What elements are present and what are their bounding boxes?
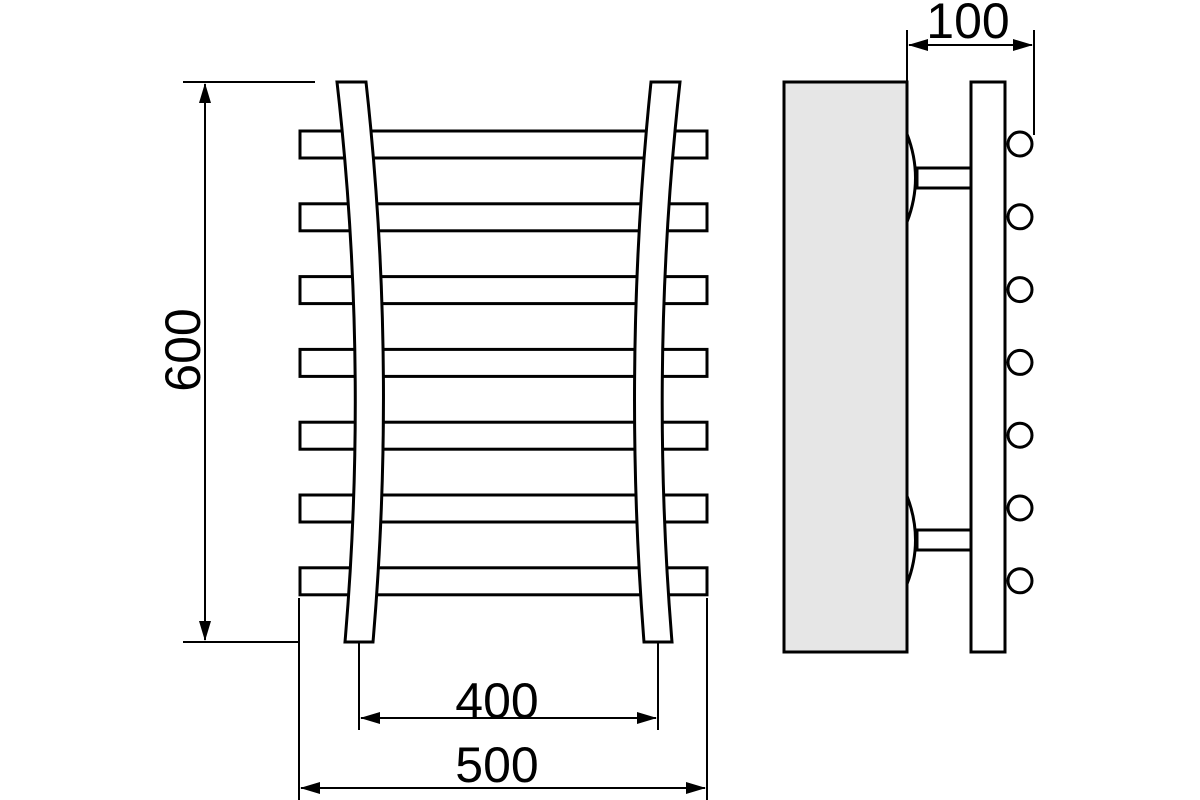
front-view [298, 80, 709, 644]
wall-plate [782, 80, 909, 654]
mount-flange [905, 133, 917, 223]
right-curved-rail [633, 80, 682, 644]
side-view [782, 80, 1034, 654]
overall-width-label: 500 [455, 737, 538, 793]
wall-mounts [905, 133, 973, 585]
bar-end [1006, 276, 1034, 304]
bar-end [1006, 203, 1034, 231]
depth-dimension: 100 [906, 0, 1035, 135]
height-dimension: 600 [155, 81, 315, 643]
bar-ends [1006, 130, 1034, 595]
bar-end [1006, 494, 1034, 522]
bar-end [1006, 348, 1034, 376]
wall-mount [905, 133, 973, 223]
height-label: 600 [155, 308, 211, 391]
overall-width-dimension: 500 [298, 598, 708, 800]
rail-spacing-dimension: 400 [358, 642, 659, 730]
mount-flange [905, 495, 917, 585]
depth-label: 100 [926, 0, 1009, 49]
side-rail [969, 80, 1007, 654]
rail-spacing-label: 400 [455, 673, 538, 729]
wall-mount [905, 495, 973, 585]
bar-end [1006, 130, 1034, 158]
bar-end [1006, 567, 1034, 595]
left-curved-rail [335, 80, 385, 644]
mount-bracket [915, 166, 973, 190]
mount-bracket [915, 528, 973, 552]
bar-end [1006, 421, 1034, 449]
